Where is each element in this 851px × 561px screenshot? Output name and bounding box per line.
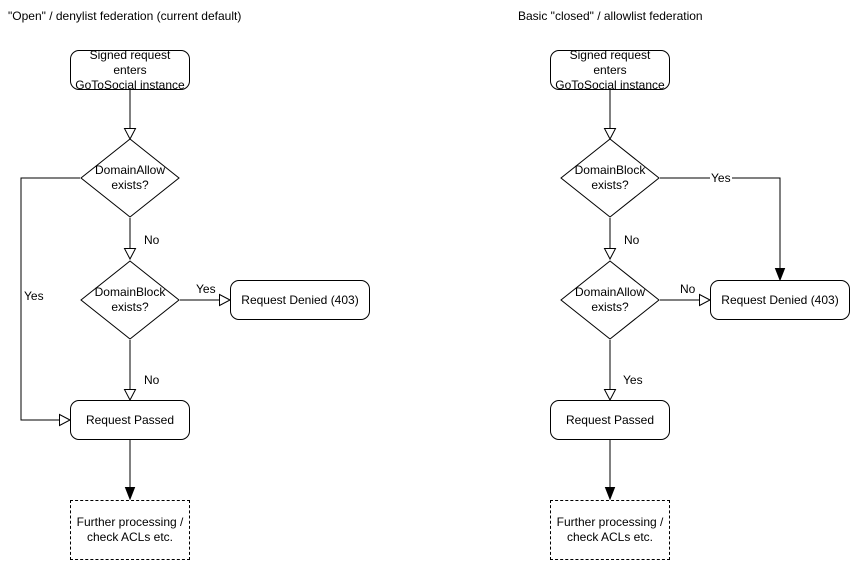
edge-left-domainblock-yes-to-denied [180, 293, 232, 307]
diamond-shape [560, 260, 660, 340]
decision-domainblock-right: DomainBlock exists? [560, 138, 660, 218]
node-request-denied-right: Request Denied (403) [710, 280, 850, 320]
decision-domainallow-left-label: DomainAllow exists? [94, 163, 166, 192]
node-further-processing-left: Further processing / check ACLs etc. [70, 500, 190, 560]
edge-left-domainallow-yes-to-passed [20, 177, 80, 427]
edge-label-domainallow-no-right: No [679, 282, 697, 296]
diamond-shape [560, 138, 660, 218]
edge-left-domainallow-no-to-domainblock [123, 218, 137, 261]
edge-label-domainallow-yes-left: Yes [23, 289, 45, 303]
edge-label-domainblock-yes-left: Yes [195, 282, 217, 296]
diamond-shape [80, 138, 180, 218]
node-request-denied-left: Request Denied (403) [230, 280, 370, 320]
edge-right-passed-to-further [604, 440, 616, 501]
decision-domainblock-left-label: DomainBlock exists? [94, 285, 166, 314]
edge-label-domainallow-yes-right: Yes [622, 373, 644, 387]
node-further-processing-right: Further processing / check ACLs etc. [550, 500, 670, 560]
diagram-title-right: Basic "closed" / allowlist federation [518, 9, 703, 23]
edge-left-domainblock-no-to-passed [123, 340, 137, 402]
decision-domainblock-left: DomainBlock exists? [80, 260, 180, 340]
node-request-passed-right: Request Passed [550, 400, 670, 440]
edge-label-domainallow-no-left: No [143, 233, 161, 247]
node-start-right: Signed request enters GoToSocial instanc… [550, 48, 670, 92]
decision-domainallow-right: DomainAllow exists? [560, 260, 660, 340]
edge-right-domainblock-no-to-domainallow [603, 218, 617, 261]
edge-right-domainallow-yes-to-passed [603, 340, 617, 402]
diamond-shape [80, 260, 180, 340]
node-request-passed-left: Request Passed [70, 400, 190, 440]
edge-label-domainblock-yes-right: Yes [710, 171, 732, 185]
edge-right-start-to-domainblock [603, 90, 617, 141]
decision-domainblock-right-label: DomainBlock exists? [574, 163, 646, 192]
edge-left-passed-to-further [124, 440, 136, 501]
edge-right-domainblock-yes-to-denied [660, 177, 786, 282]
decision-domainallow-right-label: DomainAllow exists? [574, 285, 646, 314]
edge-label-domainblock-no-left: No [143, 373, 161, 387]
edge-right-domainallow-no-to-denied [660, 293, 712, 307]
edge-label-domainblock-no-right: No [623, 233, 641, 247]
node-start-left: Signed request enters GoToSocial instanc… [70, 48, 190, 92]
diagram-title-left: "Open" / denylist federation (current de… [8, 9, 242, 23]
edge-left-start-to-domainallow [123, 90, 137, 141]
decision-domainallow-left: DomainAllow exists? [80, 138, 180, 218]
